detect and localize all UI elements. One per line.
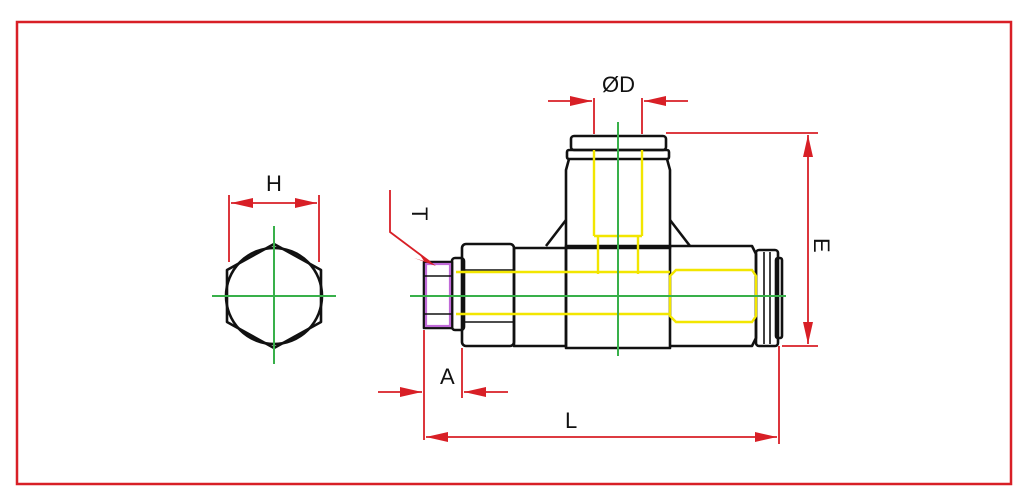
dimension-t: T bbox=[389, 190, 436, 266]
dimension-label-l: L bbox=[565, 408, 577, 433]
tee-fitting-side-view bbox=[410, 122, 786, 356]
branch-fillet-left bbox=[544, 219, 568, 247]
dimension-h: H bbox=[228, 171, 320, 262]
dimension-d: ØD bbox=[548, 72, 688, 134]
dimension-label-h: H bbox=[266, 171, 282, 196]
dimension-l: L bbox=[426, 346, 780, 444]
hex-end-view bbox=[212, 226, 336, 364]
right-bore bbox=[668, 268, 758, 324]
dimension-e: E bbox=[666, 132, 834, 347]
vertical-bore bbox=[592, 150, 644, 274]
right-end-ring bbox=[774, 256, 784, 340]
horizontal-bore bbox=[456, 270, 670, 316]
dimension-label-e: E bbox=[809, 238, 834, 253]
dimension-label-t: T bbox=[407, 207, 432, 220]
drawing-frame bbox=[15, 20, 1013, 486]
dimension-a: A bbox=[378, 330, 508, 440]
dimension-label-d: ØD bbox=[602, 72, 635, 97]
branch-fillet-right bbox=[668, 219, 692, 247]
dimension-label-a: A bbox=[440, 364, 455, 389]
